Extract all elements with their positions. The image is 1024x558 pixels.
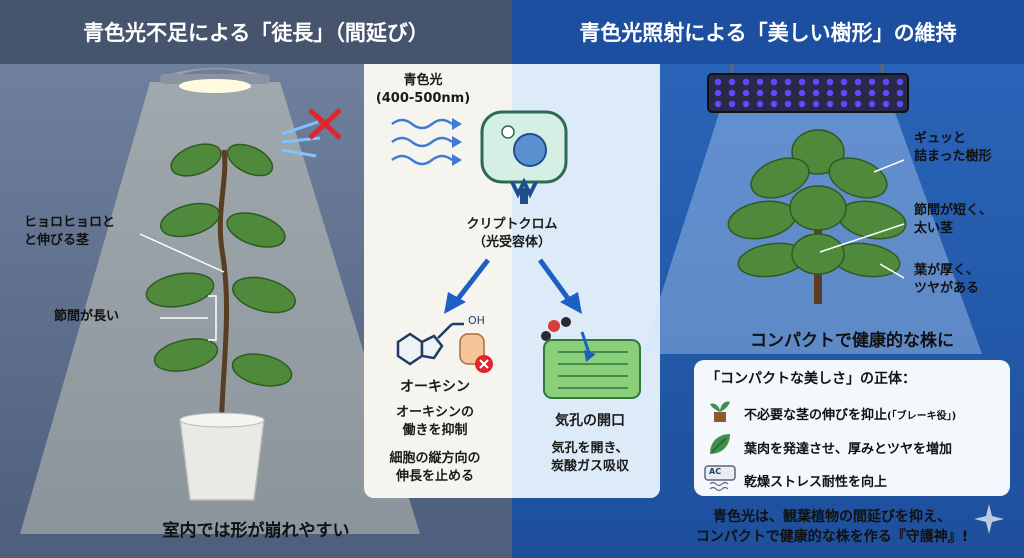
right-caption: コンパクトで健康的な株に	[750, 331, 954, 351]
led-dot	[896, 78, 904, 86]
led-dot	[812, 78, 820, 86]
led-dot	[756, 100, 764, 108]
led-dot	[840, 100, 848, 108]
led-dot	[868, 100, 876, 108]
auxin-molecule-icon	[396, 322, 493, 373]
led-dot	[784, 100, 792, 108]
led-dot	[896, 100, 904, 108]
led-dot	[770, 78, 778, 86]
led-dot	[882, 100, 890, 108]
led-dot	[742, 78, 750, 86]
led-dot	[840, 89, 848, 97]
led-dot	[728, 78, 736, 86]
led-dot	[770, 100, 778, 108]
led-dot	[826, 100, 834, 108]
blocked-blue-light-icon	[281, 108, 342, 158]
stoma-effect: 気孔を開き、 炭酸ガス吸収	[550, 441, 629, 474]
led-dot	[728, 89, 736, 97]
led-dot	[812, 100, 820, 108]
sparkle-icon	[974, 504, 1004, 534]
led-dot	[798, 78, 806, 86]
auxin-name: オーキシン	[400, 379, 470, 395]
summary-card	[694, 360, 1010, 496]
stoma-name: 気孔の開口	[555, 413, 625, 429]
led-dot	[868, 78, 876, 86]
branch-arrows	[444, 258, 582, 314]
led-dot	[854, 89, 862, 97]
led-dot	[770, 89, 778, 97]
led-dot	[756, 89, 764, 97]
ac-label: AC	[709, 467, 722, 476]
blue-light-waves-icon	[391, 118, 462, 166]
led-dot	[826, 78, 834, 86]
feature-2: 葉肉を発達させ、厚みとツヤを増加	[744, 442, 953, 457]
led-dot	[854, 78, 862, 86]
led-dot	[882, 89, 890, 97]
oh-label: OH	[468, 314, 485, 327]
led-dot	[826, 89, 834, 97]
left-panel-title: 青色光不足による「徒長」（間延び）	[0, 0, 512, 64]
led-dot	[714, 78, 722, 86]
seedling-icon	[710, 401, 730, 422]
feature-1: 不必要な茎の伸びを抑止(「ブレーキ役」)	[744, 408, 957, 423]
led-dot	[798, 100, 806, 108]
feature-3: 乾燥ストレス耐性を向上	[744, 475, 888, 490]
led-dot	[714, 89, 722, 97]
led-dot	[756, 78, 764, 86]
led-dot	[896, 89, 904, 97]
thick-leaf-label: 葉が厚く、 ツヤがある	[914, 263, 980, 296]
footer-message: 青色光は、観葉植物の間延びを抑え、 コンパクトで健康的な株を作る『守護神』!	[695, 509, 969, 545]
cryptochrome-label: クリプトクロム （光受容体）	[466, 217, 558, 250]
led-dot	[868, 89, 876, 97]
led-dot	[798, 89, 806, 97]
auxin-effect-1: オーキシンの 働きを抑制	[395, 405, 474, 438]
stem-pointer	[139, 233, 225, 341]
left-lamp-illustration	[20, 68, 420, 534]
leaf-icon	[710, 434, 730, 454]
left-caption: 室内では形が崩れやすい	[162, 521, 350, 541]
summary-title: 「コンパクトな美しさ」の正体：	[706, 371, 916, 387]
led-dot	[882, 78, 890, 86]
led-dot	[742, 89, 750, 97]
led-dot	[854, 100, 862, 108]
led-dot	[812, 89, 820, 97]
cryptochrome-cell-icon	[480, 110, 568, 204]
led-dot	[742, 100, 750, 108]
led-dot	[728, 100, 736, 108]
compact-shape-label: ギュッと 詰まった樹形	[914, 131, 992, 164]
stem-label: ヒョロヒョロと と伸びる茎	[24, 215, 116, 248]
led-dot	[784, 78, 792, 86]
led-dot	[714, 100, 722, 108]
long-internode-label: 節間が長い	[54, 309, 120, 324]
right-label-pointers	[819, 159, 905, 279]
blue-light-label: 青色光 (400-500nm)	[375, 73, 471, 106]
auxin-effect-2: 細胞の縦方向の 伸長を止める	[389, 451, 481, 484]
short-internode-label: 節間が短く、 太い茎	[914, 203, 993, 236]
leggy-plant-illustration	[145, 143, 296, 501]
led-dot	[784, 89, 792, 97]
right-panel-title: 青色光照射による「美しい樹形」の維持	[512, 0, 1024, 64]
air-conditioner-icon	[704, 465, 736, 492]
led-dot	[840, 78, 848, 86]
compact-plant-illustration	[727, 129, 907, 304]
stoma-icon	[541, 317, 641, 399]
